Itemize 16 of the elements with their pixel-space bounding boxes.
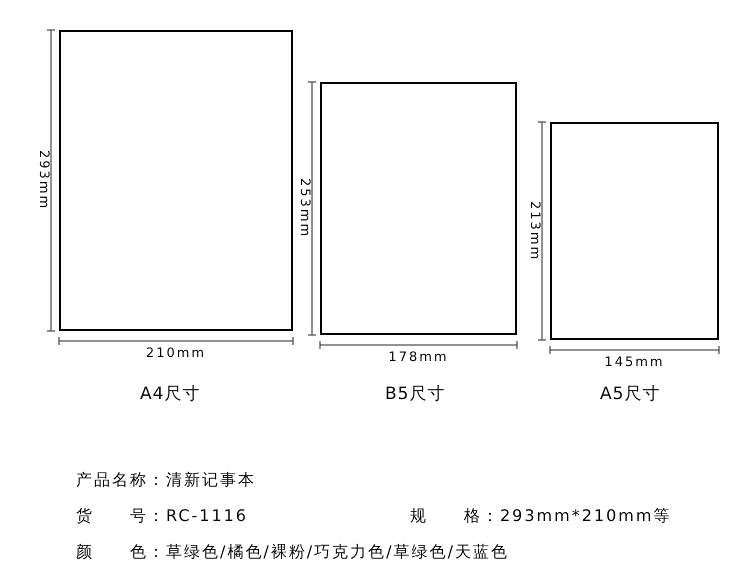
dimension-label: 293mm — [36, 150, 50, 211]
page-outline — [59, 30, 293, 331]
spec-text: 产品名称：清新记事本 — [76, 470, 256, 491]
page-outline — [550, 122, 719, 340]
dimension-label: 210mm — [146, 347, 206, 361]
dimension-label: 213mm — [527, 200, 541, 262]
size-caption: B5尺寸 — [385, 383, 446, 405]
dimension-label: 145mm — [604, 356, 665, 370]
page-outline — [320, 82, 517, 335]
dimension-label: 178mm — [388, 351, 449, 365]
size-caption: A4尺寸 — [140, 383, 200, 405]
dimension-label: 253mm — [297, 178, 311, 239]
size-caption: A5尺寸 — [600, 383, 660, 405]
spec-text: 颜 色：草绿色/橘色/裸粉/巧克力色/草绿色/天蓝色 — [76, 542, 509, 563]
spec-text: 规 格：293mm*210mm等 — [410, 506, 672, 527]
spec-text: 货 号：RC-1116 — [76, 506, 248, 527]
